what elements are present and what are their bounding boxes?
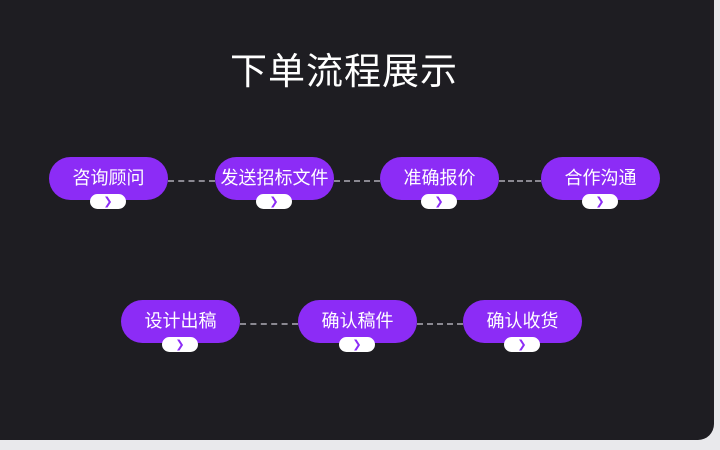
process-panel: 下单流程展示 咨询顾问 ❯ 发送招标文件 ❯ 准确报价 ❯ 合作沟通 ❯ 设计出… [0,0,714,440]
page-title: 下单流程展示 [230,50,458,93]
step-confirm-draft[interactable]: 确认稿件 [298,300,417,343]
connector-3-4 [499,180,541,182]
connector-6-7 [417,323,463,325]
step-consult-advisor-arrow-icon[interactable]: ❯ [90,194,126,209]
step-confirm-receipt-arrow-icon[interactable]: ❯ [504,337,540,352]
connector-1-2 [168,180,215,182]
connector-5-6 [240,323,298,325]
step-accurate-quote[interactable]: 准确报价 [380,157,499,200]
step-design-draft-arrow-icon[interactable]: ❯ [162,337,198,352]
step-send-tender-docs-arrow-icon[interactable]: ❯ [256,194,292,209]
step-cooperation-arrow-icon[interactable]: ❯ [582,194,618,209]
step-send-tender-docs[interactable]: 发送招标文件 [215,157,334,200]
step-confirm-receipt[interactable]: 确认收货 [463,300,582,343]
step-consult-advisor[interactable]: 咨询顾问 [49,157,168,200]
step-cooperation[interactable]: 合作沟通 [541,157,660,200]
step-accurate-quote-arrow-icon[interactable]: ❯ [421,194,457,209]
step-confirm-draft-arrow-icon[interactable]: ❯ [339,337,375,352]
connector-2-3 [334,180,380,182]
step-design-draft[interactable]: 设计出稿 [121,300,240,343]
